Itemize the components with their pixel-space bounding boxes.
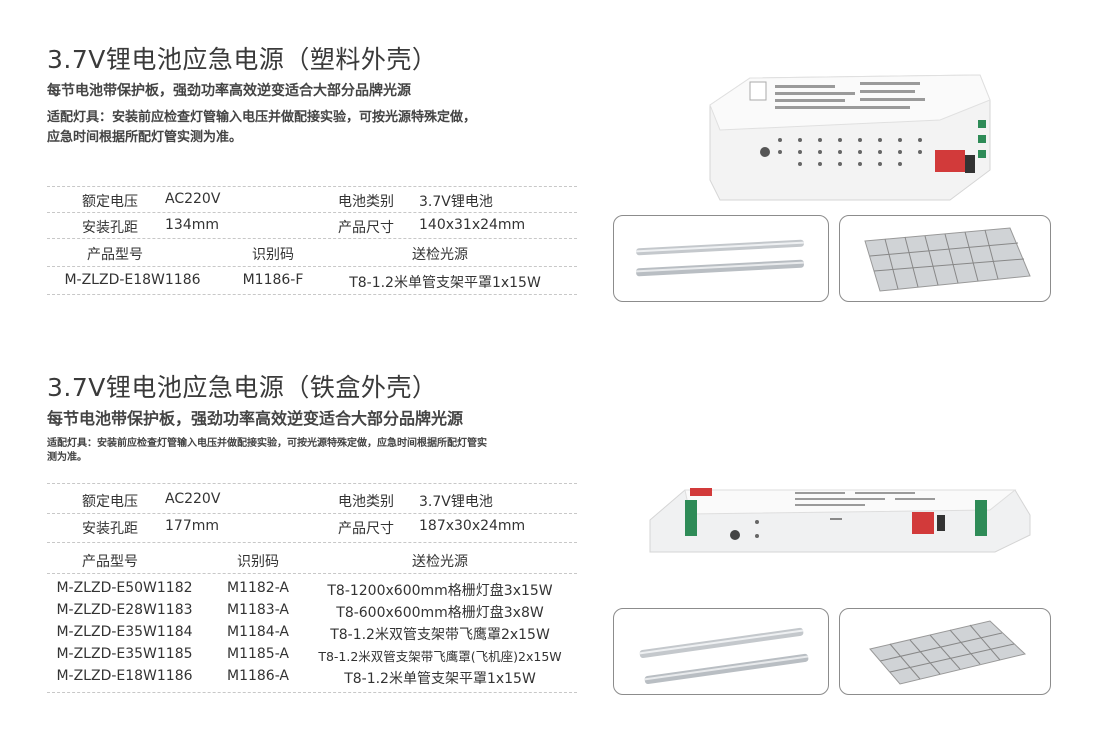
battery-label: 电池类别 bbox=[338, 194, 394, 210]
voltage-label: 额定电压 bbox=[82, 494, 138, 510]
section2-note-line2: 测为准。 bbox=[47, 452, 87, 463]
row-code: M1185-A bbox=[226, 646, 290, 662]
iron-box-emergency-module-image bbox=[649, 488, 1031, 553]
row-code: M1186-A bbox=[226, 668, 290, 684]
tube-light-photo-frame bbox=[613, 608, 829, 695]
battery-value: 3.7V锂电池 bbox=[419, 194, 493, 210]
plastic-emergency-module-image bbox=[709, 74, 991, 201]
tube-light-image bbox=[636, 239, 804, 277]
size-label: 产品尺寸 bbox=[338, 220, 394, 236]
row-source: T8-1.2米双管支架带飞鹰罩(飞机座)2x15W bbox=[318, 649, 562, 664]
voltage-value: AC220V bbox=[165, 191, 221, 207]
grille-light-photo-frame bbox=[839, 608, 1051, 695]
battery-value: 3.7V锂电池 bbox=[419, 494, 493, 510]
row-source: T8-1200x600mm格栅灯盘3x15W bbox=[327, 583, 553, 599]
section2-title: 3.7V锂电池应急电源（铁盒外壳） bbox=[47, 373, 438, 402]
section1-note: 适配灯具：安装前应检查灯管输入电压并做配接实验，可按光源特殊定做， 应急时间根据… bbox=[47, 108, 587, 148]
section2-note: 适配灯具：安装前应检查灯管输入电压并做配接实验，可按光源特殊定做，应急时间根据所… bbox=[47, 437, 587, 465]
hole-label: 安装孔距 bbox=[82, 220, 138, 236]
battery-label: 电池类别 bbox=[338, 494, 394, 510]
row-code: M1182-A bbox=[226, 580, 290, 596]
hole-value: 177mm bbox=[165, 518, 219, 534]
tube-light-image bbox=[639, 627, 809, 684]
row-model: M-ZLZD-E50W1182 bbox=[56, 580, 193, 596]
grille-light-photo-frame bbox=[839, 215, 1051, 302]
size-value: 140x31x24mm bbox=[419, 217, 526, 233]
row-source: T8-1.2米单管支架平罩1x15W bbox=[344, 671, 536, 687]
row-model: M-ZLZD-E35W1184 bbox=[56, 624, 193, 640]
section1-note-line2: 应急时间根据所配灯管实测为准。 bbox=[47, 130, 243, 145]
section1-subtitle: 每节电池带保护板，强劲功率高效逆变适合大部分品牌光源 bbox=[47, 83, 411, 99]
col-source: 送检光源 bbox=[412, 554, 468, 570]
row-model: M-ZLZD-E18W1186 bbox=[56, 668, 193, 684]
section2-note-line1: 适配灯具：安装前应检查灯管输入电压并做配接实验，可按光源特殊定做，应急时间根据所… bbox=[47, 438, 487, 449]
hole-label: 安装孔距 bbox=[82, 521, 138, 537]
section1-note-line1: 适配灯具：安装前应检查灯管输入电压并做配接实验，可按光源特殊定做， bbox=[47, 110, 477, 125]
grille-light-image bbox=[869, 620, 1027, 685]
voltage-value: AC220V bbox=[165, 491, 221, 507]
col-source: 送检光源 bbox=[412, 247, 468, 263]
col-code: 识别码 bbox=[252, 247, 294, 263]
size-label: 产品尺寸 bbox=[338, 521, 394, 537]
row-code: M1186-F bbox=[242, 272, 304, 288]
tube-light-photo-frame bbox=[613, 215, 829, 302]
row-code: M1183-A bbox=[226, 602, 290, 618]
row-model: M-ZLZD-E18W1186 bbox=[64, 272, 201, 288]
col-code: 识别码 bbox=[237, 554, 279, 570]
size-value: 187x30x24mm bbox=[419, 518, 526, 534]
hole-value: 134mm bbox=[165, 217, 219, 233]
col-model: 产品型号 bbox=[87, 247, 143, 263]
grille-light-image bbox=[864, 227, 1031, 292]
row-source: T8-600x600mm格栅灯盘3x8W bbox=[336, 605, 544, 621]
row-model: M-ZLZD-E28W1183 bbox=[56, 602, 193, 618]
col-model: 产品型号 bbox=[82, 554, 138, 570]
section1-title: 3.7V锂电池应急电源（塑料外壳） bbox=[47, 45, 438, 74]
row-model: M-ZLZD-E35W1185 bbox=[56, 646, 193, 662]
row-code: M1184-A bbox=[226, 624, 290, 640]
row-source: T8-1.2米单管支架平罩1x15W bbox=[349, 275, 541, 291]
section2-subtitle: 每节电池带保护板，强劲功率高效逆变适合大部分品牌光源 bbox=[47, 409, 464, 428]
row-source: T8-1.2米双管支架带飞鹰罩2x15W bbox=[330, 627, 550, 643]
voltage-label: 额定电压 bbox=[82, 194, 138, 210]
